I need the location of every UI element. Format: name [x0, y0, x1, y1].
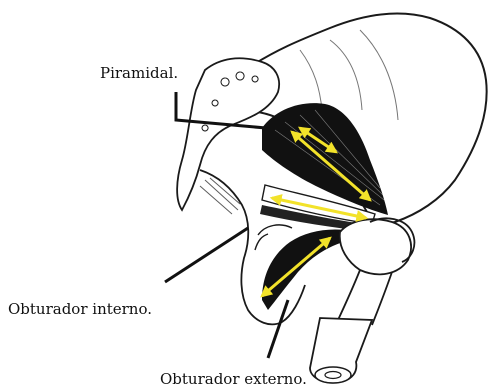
femur-shaft-cut — [315, 367, 351, 383]
leader-obturador-externo — [268, 300, 288, 358]
sacrospinous-hatching — [200, 178, 240, 214]
leader-obturador-interno — [165, 228, 248, 282]
femoral-head — [340, 219, 411, 274]
femoral-neck — [338, 270, 392, 325]
label-obturador-externo: Obturador externo. — [160, 372, 307, 387]
obturador-externo-muscle — [262, 230, 350, 311]
label-piramidal: Piramidal. — [100, 66, 178, 81]
label-obturador-interno: Obturador interno. — [8, 302, 152, 317]
